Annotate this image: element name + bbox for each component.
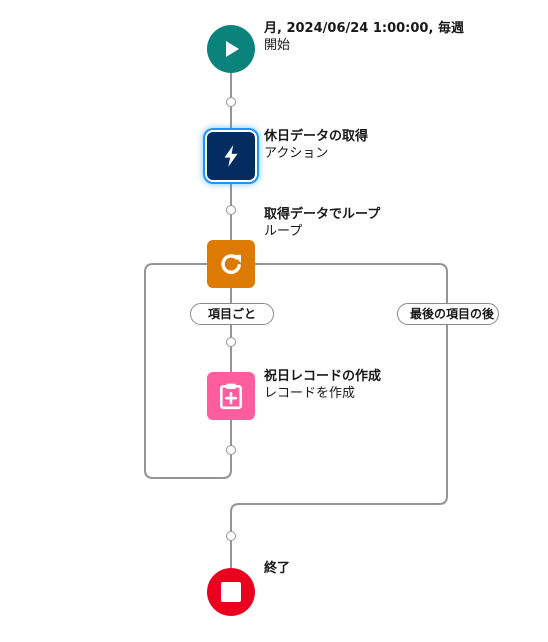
loop-title: 取得データでループ bbox=[264, 207, 381, 222]
loop-label: 取得データでループ ループ bbox=[264, 206, 380, 240]
get-holidays-action-node[interactable] bbox=[207, 132, 255, 180]
connector-dot bbox=[226, 205, 236, 215]
connector-dot bbox=[226, 531, 236, 541]
start-node[interactable] bbox=[207, 25, 255, 73]
create-record-node[interactable] bbox=[207, 372, 255, 420]
get-holidays-label: 休日データの取得 アクション bbox=[264, 128, 368, 162]
start-node-title: 月, 2024/06/24 1:00:00, 毎週 bbox=[264, 21, 464, 36]
get-holidays-subtitle: アクション bbox=[264, 146, 329, 161]
end-node-label: 終了 bbox=[264, 560, 290, 577]
loop-node[interactable] bbox=[207, 240, 255, 288]
get-holidays-title: 休日データの取得 bbox=[264, 129, 369, 144]
connector-after-last bbox=[230, 263, 448, 568]
stop-icon bbox=[221, 582, 241, 602]
connector-dot bbox=[226, 337, 236, 347]
clipboard-add-icon bbox=[220, 383, 242, 410]
create-record-label: 祝日レコードの作成 レコードを作成 bbox=[264, 368, 381, 402]
end-node[interactable] bbox=[207, 568, 255, 616]
for-each-branch-label[interactable]: 項目ごと bbox=[190, 303, 274, 325]
connector-dot bbox=[226, 97, 236, 107]
play-icon bbox=[226, 41, 239, 57]
lightning-bolt-icon bbox=[224, 145, 238, 167]
loop-subtitle: ループ bbox=[264, 224, 303, 239]
after-last-branch-label[interactable]: 最後の項目の後 bbox=[397, 303, 499, 325]
start-node-subtitle: 開始 bbox=[264, 38, 291, 53]
end-node-title: 終了 bbox=[264, 561, 291, 576]
loop-arrow-icon bbox=[221, 254, 242, 275]
create-record-title: 祝日レコードの作成 bbox=[264, 369, 382, 384]
connector-loop-back bbox=[144, 263, 232, 479]
connector-dot bbox=[226, 445, 236, 455]
start-node-label: 月, 2024/06/24 1:00:00, 毎週 開始 bbox=[264, 20, 464, 54]
create-record-subtitle: レコードを作成 bbox=[264, 386, 356, 401]
